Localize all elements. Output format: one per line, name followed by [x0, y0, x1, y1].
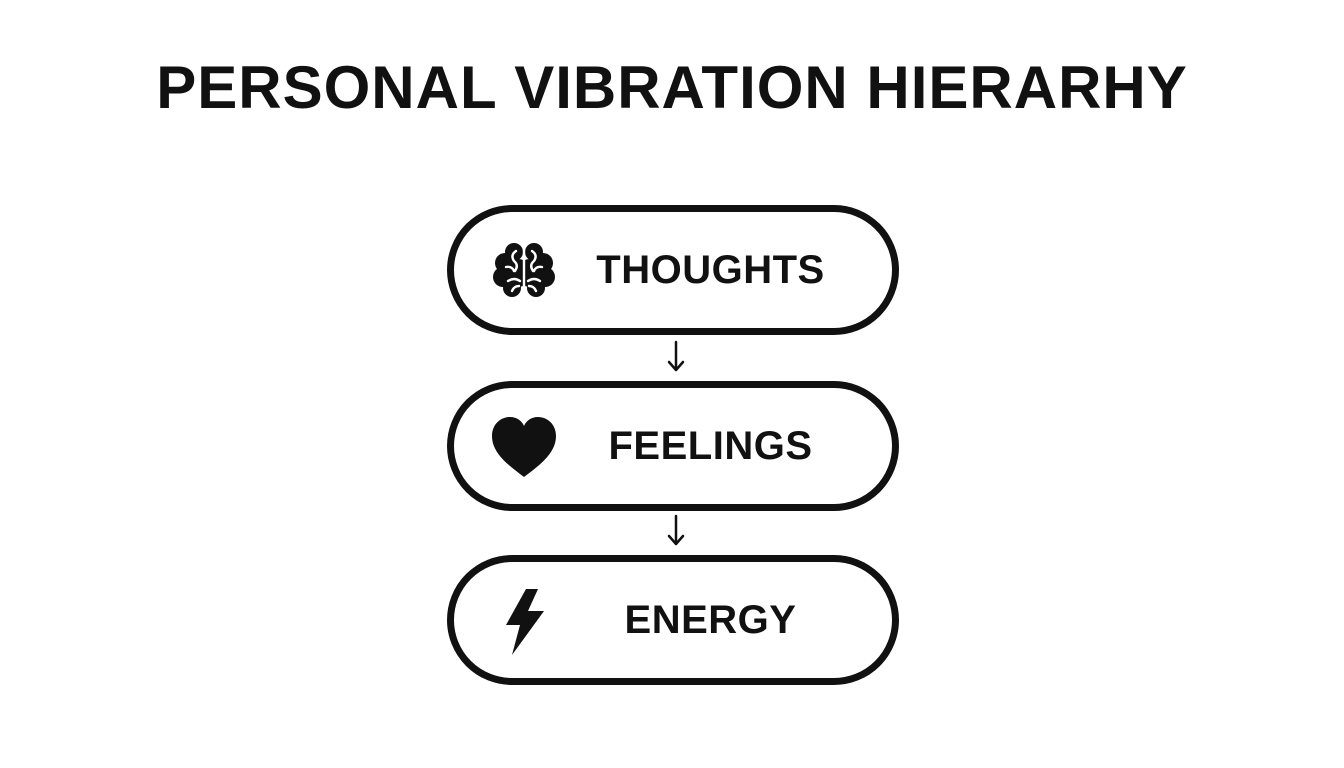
step-label-feelings: FEELINGS [608, 424, 813, 468]
arrow-down-icon [667, 514, 685, 546]
step-label-energy: ENERGY [624, 598, 797, 642]
lightning-bolt-icon [506, 589, 544, 655]
arrow-down-icon [667, 340, 685, 372]
step-feelings: FEELINGS [447, 381, 899, 511]
heart-icon [492, 417, 556, 477]
brain-icon [493, 243, 555, 299]
step-energy: ENERGY [447, 555, 899, 685]
diagram-title: PERSONAL VIBRATION HIERARHY [156, 54, 1188, 121]
step-thoughts: THOUGHTS [447, 205, 899, 335]
step-label-thoughts: THOUGHTS [596, 248, 825, 292]
